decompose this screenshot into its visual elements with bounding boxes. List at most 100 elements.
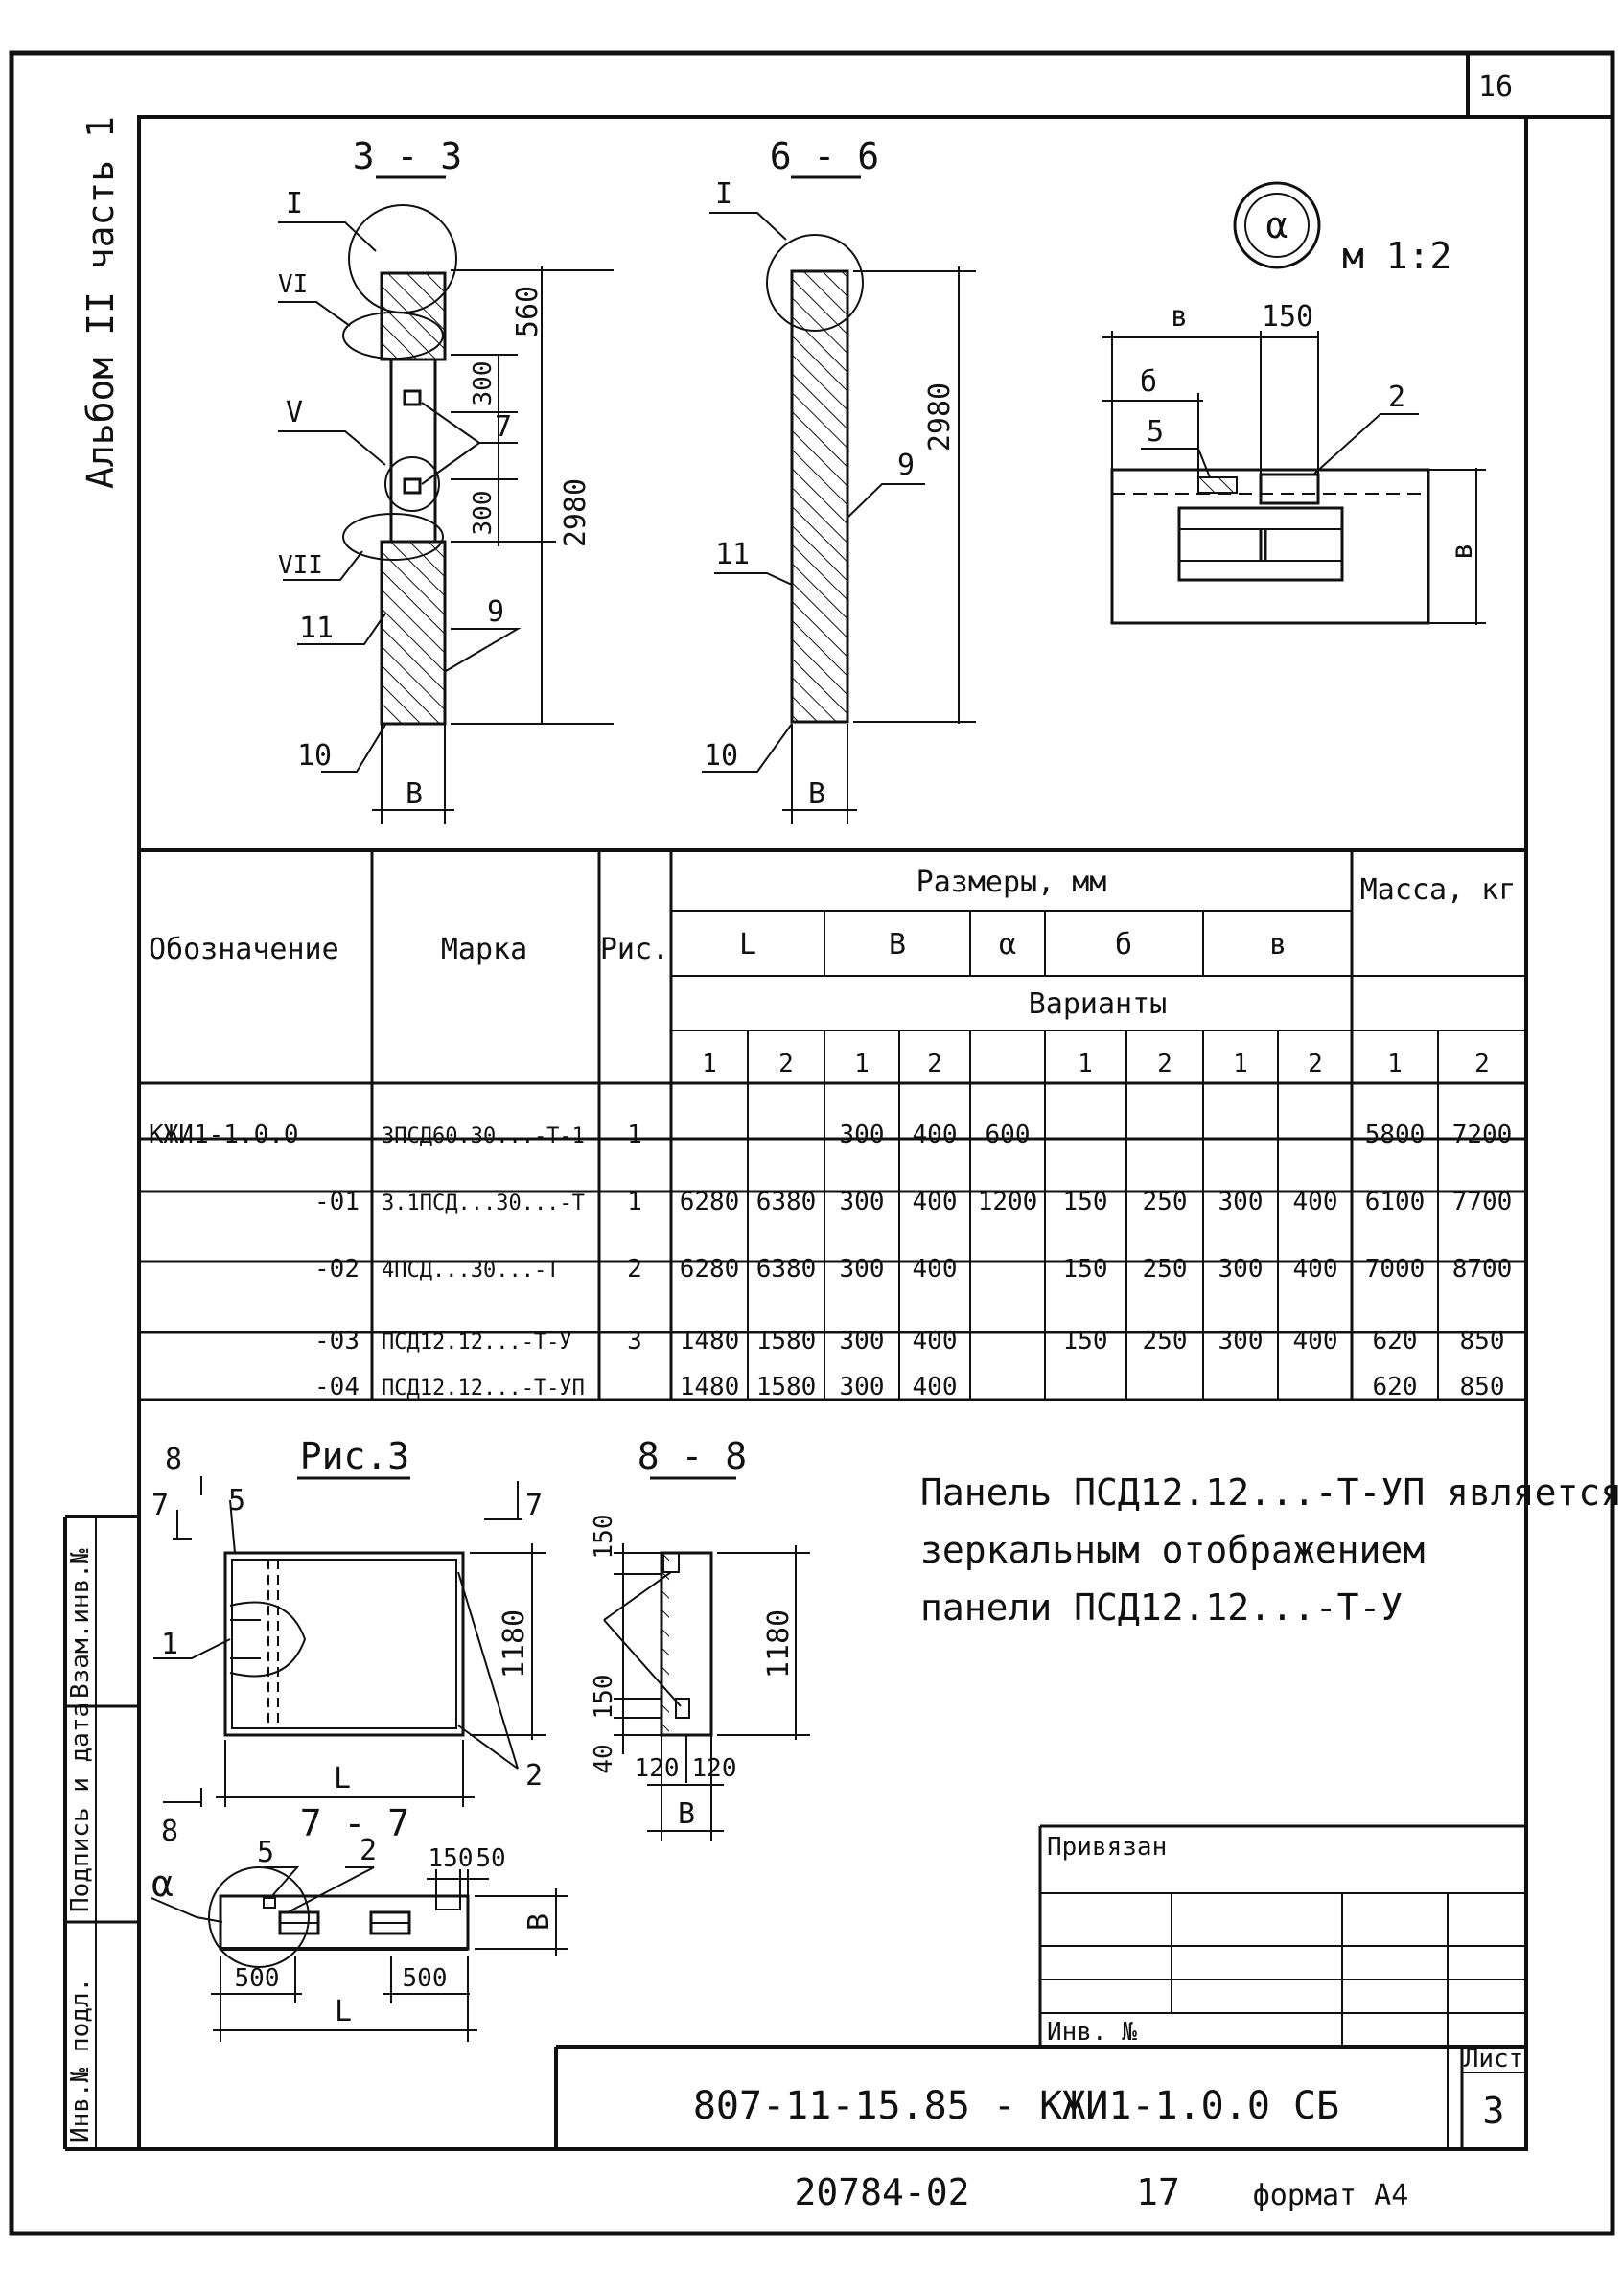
dim-B-a: В xyxy=(406,777,423,811)
detail-alpha-label: α xyxy=(1266,204,1288,246)
variant-header-cell: 2 xyxy=(1157,1050,1172,1078)
variant-header-cell: 2 xyxy=(927,1050,942,1078)
dim-150-detail: 150 xyxy=(1262,300,1313,334)
table-cell: 300 xyxy=(840,1373,885,1401)
table-cell: 7700 xyxy=(1452,1188,1513,1216)
title-block-lines xyxy=(554,1824,1526,2149)
table-cell: 150 xyxy=(1063,1255,1108,1284)
left-stamp xyxy=(63,1515,139,2151)
table-cell: 250 xyxy=(1143,1188,1188,1216)
callout-2-detail: 2 xyxy=(1388,381,1405,414)
dim-150-8-8-b: 150 xyxy=(590,1675,618,1720)
table-cell: 300 xyxy=(1218,1327,1264,1355)
title-privyazan: Привязан xyxy=(1047,1833,1167,1862)
table-cell: 1580 xyxy=(756,1327,817,1355)
section-8-8-drawing xyxy=(603,1543,810,1841)
footer-page: 17 xyxy=(1136,2171,1180,2213)
footer-number: 20784-02 xyxy=(794,2171,969,2213)
table-cell: 1580 xyxy=(756,1373,817,1401)
callout-11-b: 11 xyxy=(715,538,750,571)
variant-header-cell: 1 xyxy=(1387,1050,1403,1078)
callout-7-left: 7 xyxy=(151,1489,169,1522)
table-cell: 6280 xyxy=(680,1188,740,1216)
dim-L-7-7: L xyxy=(335,1995,352,2028)
cell-ris: 1 xyxy=(627,1188,642,1216)
cell-oboz: -03 xyxy=(314,1327,360,1355)
dim-300-a: 300 xyxy=(469,361,498,406)
callout-VI: VI xyxy=(278,270,308,299)
table-cell: 1480 xyxy=(680,1373,740,1401)
section-7-7-drawing xyxy=(151,1866,568,2042)
th-massa: Масса, кг xyxy=(1360,873,1517,907)
dim-120-a: 120 xyxy=(635,1754,680,1783)
stamp-vzam: Взам.инв.№ xyxy=(66,1548,95,1699)
table-cell: 150 xyxy=(1063,1327,1108,1355)
sheet-number-top: 16 xyxy=(1478,70,1513,104)
th-razmery: Размеры, мм xyxy=(916,866,1107,899)
table-cell: 1480 xyxy=(680,1327,740,1355)
title-inv-no: Инв. № xyxy=(1047,2018,1137,2047)
table-cell: 300 xyxy=(840,1255,885,1284)
dim-B-8-8: В xyxy=(678,1797,695,1831)
cell-ris: 3 xyxy=(627,1327,642,1355)
table-cell: 300 xyxy=(1218,1255,1264,1284)
table-cell: 400 xyxy=(1293,1327,1338,1355)
dim-1180-fig3: 1180 xyxy=(498,1609,531,1679)
callout-VII: VII xyxy=(278,551,323,580)
callout-5-detail: 5 xyxy=(1147,415,1164,449)
dim-2980-a: 2980 xyxy=(559,478,592,547)
callout-I-b: I xyxy=(715,177,732,211)
table-cell: 7200 xyxy=(1452,1121,1513,1149)
th-ris: Рис. xyxy=(600,933,669,966)
fig3-title: Рис.3 xyxy=(300,1435,409,1477)
table-cell: 7000 xyxy=(1365,1255,1426,1284)
dim-2980-b: 2980 xyxy=(923,382,957,451)
table-cell: 400 xyxy=(913,1121,958,1149)
th-col-a: α xyxy=(999,928,1016,961)
section-7-7-title: 7 - 7 xyxy=(300,1802,409,1844)
table-cell: 400 xyxy=(913,1188,958,1216)
inner-frame xyxy=(137,115,1528,2151)
dim-L-fig3: L xyxy=(334,1762,351,1795)
dim-B-7-7: В xyxy=(522,1913,556,1931)
variant-header-cell: 2 xyxy=(1308,1050,1323,1078)
list-number: 3 xyxy=(1483,2090,1505,2132)
dim-150-7-7: 150 xyxy=(429,1844,474,1873)
th-col-b: б xyxy=(1115,928,1132,961)
list-label: Лист xyxy=(1464,2045,1524,2073)
cell-oboz: КЖИ1-1.0.0 xyxy=(149,1121,299,1149)
note-line-2: зеркальным отображением xyxy=(920,1529,1425,1571)
table-cell: 8700 xyxy=(1452,1255,1513,1284)
table-cell: 620 xyxy=(1373,1327,1418,1355)
th-marka: Марка xyxy=(441,933,527,966)
dim-B-b: В xyxy=(808,777,825,811)
table-cell: 6380 xyxy=(756,1255,817,1284)
dim-40-8-8: 40 xyxy=(590,1744,618,1773)
table-cell: 1200 xyxy=(978,1188,1038,1216)
table-cell: 400 xyxy=(1293,1188,1338,1216)
dim-560: 560 xyxy=(511,286,545,337)
table-cell: 400 xyxy=(1293,1255,1338,1284)
table-cell: 400 xyxy=(913,1255,958,1284)
th-col-L: L xyxy=(739,928,756,961)
callout-V: V xyxy=(286,396,303,429)
th-col-v: в xyxy=(1269,928,1287,961)
variant-header-cell: 2 xyxy=(1474,1050,1490,1078)
dim-1180-8-8: 1180 xyxy=(762,1609,796,1679)
detail-alpha-drawing xyxy=(1102,181,1486,625)
table-cell: 300 xyxy=(840,1188,885,1216)
variant-header-cell: 1 xyxy=(1078,1050,1093,1078)
callout-10-b: 10 xyxy=(704,739,738,773)
callout-2-7-7: 2 xyxy=(360,1834,377,1867)
section-8-8-title: 8 - 8 xyxy=(638,1435,747,1477)
callout-7: 7 xyxy=(495,410,512,444)
th-varianty: Варианты xyxy=(1029,987,1168,1021)
callout-a-7-7: α xyxy=(151,1863,174,1905)
cell-marka: 3ПСД60.30...-Т-1 xyxy=(382,1124,585,1148)
variant-header-cell: 1 xyxy=(854,1050,870,1078)
